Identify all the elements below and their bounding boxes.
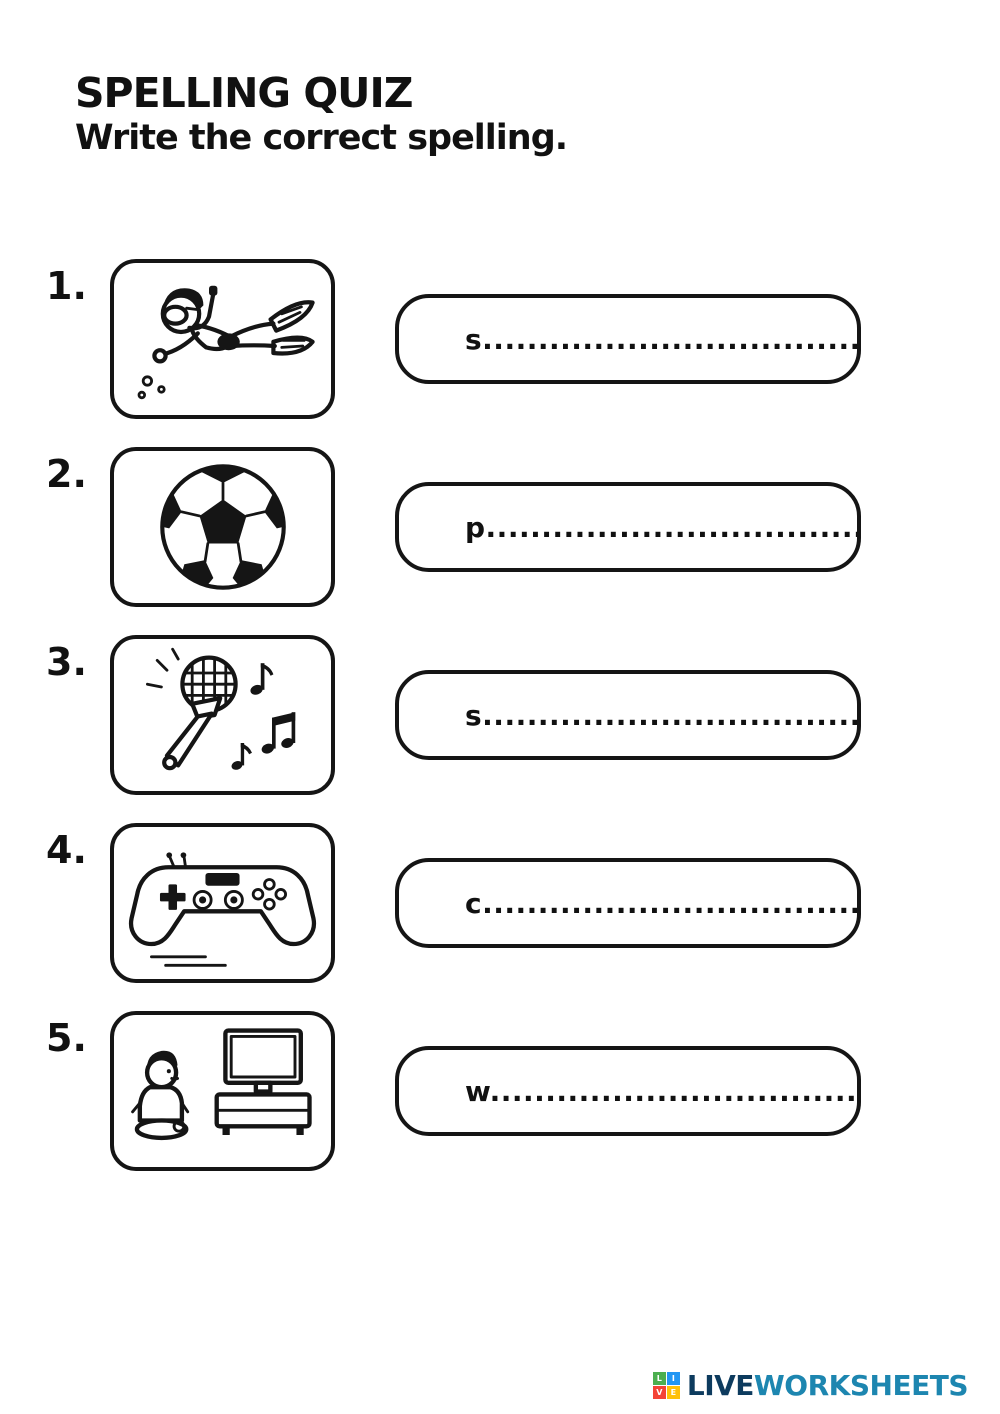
answer-box-5[interactable]: w.......................................… [395,1046,861,1136]
logo-text-live: LIVE [686,1369,755,1402]
answer-box-1[interactable]: s.......................................… [395,294,861,384]
microphone-music-icon [145,647,295,771]
row-number: 3. [46,640,87,684]
picture-box-controller [110,823,335,983]
logo-cell: V [652,1386,666,1399]
page-title: SPELLING QUIZ [75,69,413,117]
answer-text: w.......................................… [465,1074,858,1108]
answer-box-4[interactable]: c.......................................… [395,858,861,948]
quiz-rows: 1. [0,258,1000,1198]
quiz-row-2: 2. p.............. [0,446,1000,608]
quiz-row-4: 4. [0,822,1000,984]
snorkeling-swimmer-icon [137,285,315,400]
logo-text: LIVE WORKSHEETS [686,1369,969,1402]
row-number: 5. [46,1016,87,1060]
game-controller-icon [128,851,317,967]
answer-text: c.......................................… [465,886,861,920]
answer-box-3[interactable]: s....................................... [395,670,861,760]
picture-box-watching-tv [110,1011,335,1171]
logo-cell: L [652,1372,666,1385]
answer-text: s....................................... [465,698,861,732]
picture-box-swimming [110,259,335,419]
soccer-ball-icon [159,464,286,590]
answer-text: s.......................................… [465,322,861,356]
page-subtitle: Write the correct spelling. [75,118,568,159]
quiz-row-1: 1. [0,258,1000,420]
logo-cell: E [666,1386,680,1399]
picture-box-singing [110,635,335,795]
quiz-row-5: 5. [0,1010,1000,1172]
answer-box-2[interactable]: p.......................................… [395,482,861,572]
row-number: 4. [46,828,87,872]
boy-watching-tv-icon [131,1027,312,1140]
row-number: 1. [46,264,87,308]
logo-cell: I [666,1372,680,1385]
worksheet-header: SPELLING QUIZ Write the correct spelling… [75,69,568,159]
logo-text-worksheets: WORKSHEETS [753,1369,969,1402]
quiz-row-3: 3. [0,634,1000,796]
picture-box-soccer [110,447,335,607]
row-number: 2. [46,452,87,496]
answer-text: p.......................................… [465,510,861,544]
liveworksheets-grid-icon: L I V E [652,1372,680,1399]
liveworksheets-logo[interactable]: L I V E LIVE WORKSHEETS [652,1369,969,1402]
